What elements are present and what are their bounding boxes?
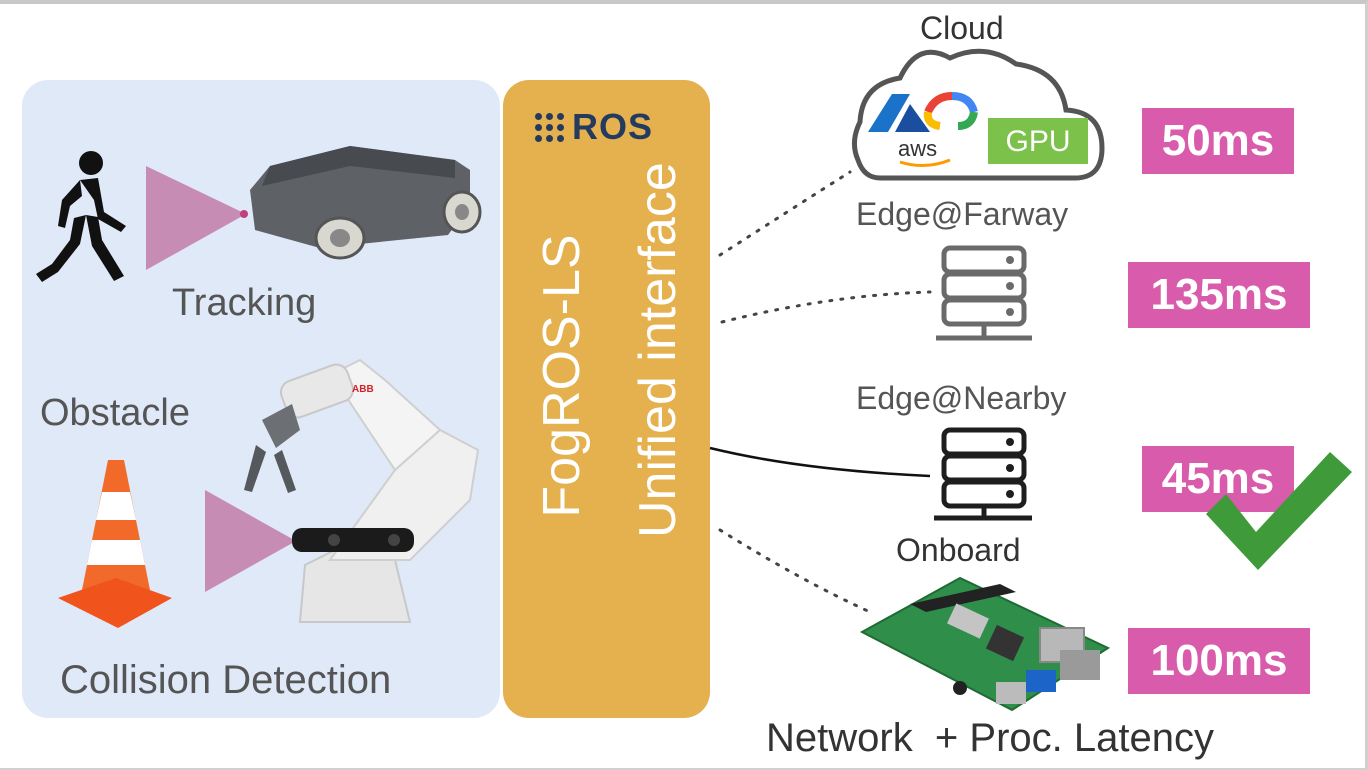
gcp-logo-icon bbox=[923, 92, 978, 130]
ros-logo: ROS bbox=[535, 106, 653, 148]
walking-person-icon bbox=[36, 151, 126, 282]
edge-nearby-latency-badge: 45ms bbox=[1142, 446, 1294, 512]
obstacle-label: Obstacle bbox=[40, 392, 190, 434]
edge-nearby-connection bbox=[709, 446, 931, 478]
onboard-label: Onboard bbox=[896, 532, 1021, 568]
cloud-label: Cloud bbox=[920, 10, 1004, 46]
edge-farway-label: Edge@Farway bbox=[856, 196, 1069, 232]
edge-nearby-label: Edge@Nearby bbox=[856, 380, 1067, 416]
onboard-latency-badge: 100ms bbox=[1128, 628, 1310, 694]
collision-detection-label: Collision Detection bbox=[60, 658, 392, 702]
unified-interface-panel bbox=[503, 80, 710, 718]
edge-farway-latency-badge: 135ms bbox=[1128, 262, 1310, 328]
gpu-badge bbox=[988, 118, 1088, 164]
robot-brand-text: ABB bbox=[352, 384, 374, 395]
tracking-label: Tracking bbox=[172, 282, 317, 324]
aws-logo-icon: aws bbox=[898, 136, 937, 161]
ros-logo-text: ROS bbox=[572, 106, 654, 147]
footer-caption: Network + Proc. Latency bbox=[766, 716, 1214, 760]
traffic-cone-icon bbox=[58, 460, 172, 628]
obstacle-sensor-cone bbox=[205, 490, 296, 592]
tracking-sensor-cone bbox=[146, 166, 246, 270]
cloud-connection bbox=[718, 170, 852, 257]
onboard-connection bbox=[718, 528, 872, 614]
mobile-robot-icon bbox=[240, 146, 482, 260]
gpu-badge-text: GPU bbox=[1005, 125, 1070, 158]
ros-dots-icon bbox=[535, 112, 564, 142]
edge-farway-connection bbox=[720, 290, 932, 324]
azure-logo-icon bbox=[868, 94, 910, 132]
robot-arm-icon: ABB bbox=[244, 358, 480, 623]
cloud-latency-badge: 50ms bbox=[1142, 108, 1294, 174]
